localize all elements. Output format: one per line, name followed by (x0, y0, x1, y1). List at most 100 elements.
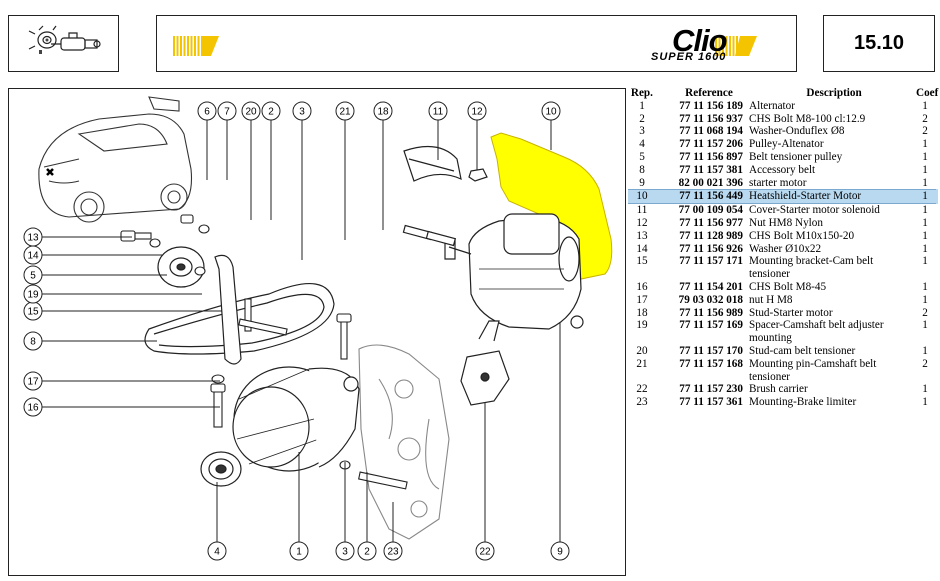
row-description: Cover-Starter motor solenoid (749, 204, 880, 217)
row-rep: 5 (639, 150, 645, 163)
mounting-bracket-part-15[interactable] (214, 254, 242, 365)
starter-motor-part-9[interactable] (444, 213, 584, 330)
logo-stripe (718, 36, 721, 56)
callout-circle[interactable] (207, 541, 227, 561)
row-rep: 11 (636, 204, 648, 217)
callout-circle[interactable] (550, 541, 570, 561)
tensioner-pulley-part-5[interactable] (157, 246, 205, 288)
callout-number: 15 (27, 307, 39, 318)
row-coef: 1 (922, 229, 928, 242)
yellow-stripes-left (173, 36, 200, 56)
callout-circle[interactable] (23, 245, 43, 265)
row-rep: 18 (636, 306, 648, 319)
callout-circle[interactable] (289, 541, 309, 561)
clio-logo: Clio (672, 23, 728, 58)
callout-circle[interactable] (292, 101, 312, 121)
row-rep: 10 (628, 189, 656, 205)
row-rep: 1 (639, 99, 645, 112)
row-reference: 77 11 157 168 (679, 357, 743, 370)
logo-stripe (725, 36, 728, 56)
callout-circle[interactable] (467, 101, 487, 121)
row-reference: 77 11 157 230 (679, 383, 743, 396)
banner-stripe (187, 36, 189, 56)
callout-circle[interactable] (23, 397, 43, 417)
section-icon-box (8, 15, 119, 72)
row-reference: 77 11 156 937 (679, 112, 743, 125)
engine-bracket-part-23[interactable] (358, 344, 450, 540)
starter-alternator-icon (28, 25, 101, 54)
row-description: Stud-cam belt tensioner (749, 344, 856, 357)
row-coef: 1 (922, 176, 928, 189)
callout-circle[interactable] (335, 541, 355, 561)
row-coef: 2 (922, 306, 928, 319)
row-reference: 77 11 154 201 (679, 280, 743, 293)
header-description: Description (806, 87, 862, 99)
alternator-part-1[interactable] (232, 366, 360, 472)
callout-circle[interactable] (383, 541, 403, 561)
callout-number: 6 (204, 107, 210, 118)
row-rep: 14 (636, 242, 648, 255)
callout-circle[interactable] (428, 101, 448, 121)
callout-circle[interactable] (217, 101, 237, 121)
logo-wedge (735, 36, 757, 56)
row-coef: 1 (922, 163, 928, 176)
callout-circle[interactable] (241, 101, 261, 121)
callout-circle[interactable] (23, 284, 43, 304)
callout-circle[interactable] (541, 101, 561, 121)
callout-circle[interactable] (197, 101, 217, 121)
callout-circle[interactable] (23, 331, 43, 351)
banner-stripe (180, 36, 182, 56)
row-reference: 77 11 157 206 (679, 138, 743, 151)
callout-circle[interactable] (23, 371, 43, 391)
nut-part-12[interactable] (468, 168, 488, 182)
row-reference: 77 11 156 926 (679, 242, 743, 255)
callout-number: 23 (387, 547, 399, 558)
callout-circle[interactable] (357, 541, 377, 561)
table-header: Rep. Reference Description Coef (628, 87, 939, 100)
section-number: 15.10 (823, 15, 935, 72)
studs-part-18[interactable] (402, 224, 457, 247)
row-rep: 21 (636, 357, 648, 370)
solenoid-cover-part-11[interactable] (403, 145, 462, 182)
row-coef: 1 (922, 344, 928, 357)
row-description: Spacer-Camshaft belt adjuster mounting (749, 319, 884, 345)
callout-circle[interactable] (373, 101, 393, 121)
row-coef: 1 (922, 138, 928, 151)
callout-circle[interactable] (335, 101, 355, 121)
bolts-group[interactable] (120, 214, 408, 490)
brush-carrier-part-22[interactable] (460, 320, 510, 406)
row-reference: 77 11 157 381 (679, 163, 743, 176)
row-rep: 2 (639, 112, 645, 125)
row-rep: 22 (636, 383, 648, 396)
callout-number: 5 (30, 271, 36, 282)
row-rep: 3 (639, 125, 645, 138)
callout-number: 13 (27, 233, 39, 244)
pulley-part-4[interactable] (200, 451, 242, 487)
car-illustration (38, 96, 193, 223)
callout-circle[interactable] (23, 265, 43, 285)
callout-circle[interactable] (261, 101, 281, 121)
callout-circle[interactable] (475, 541, 495, 561)
